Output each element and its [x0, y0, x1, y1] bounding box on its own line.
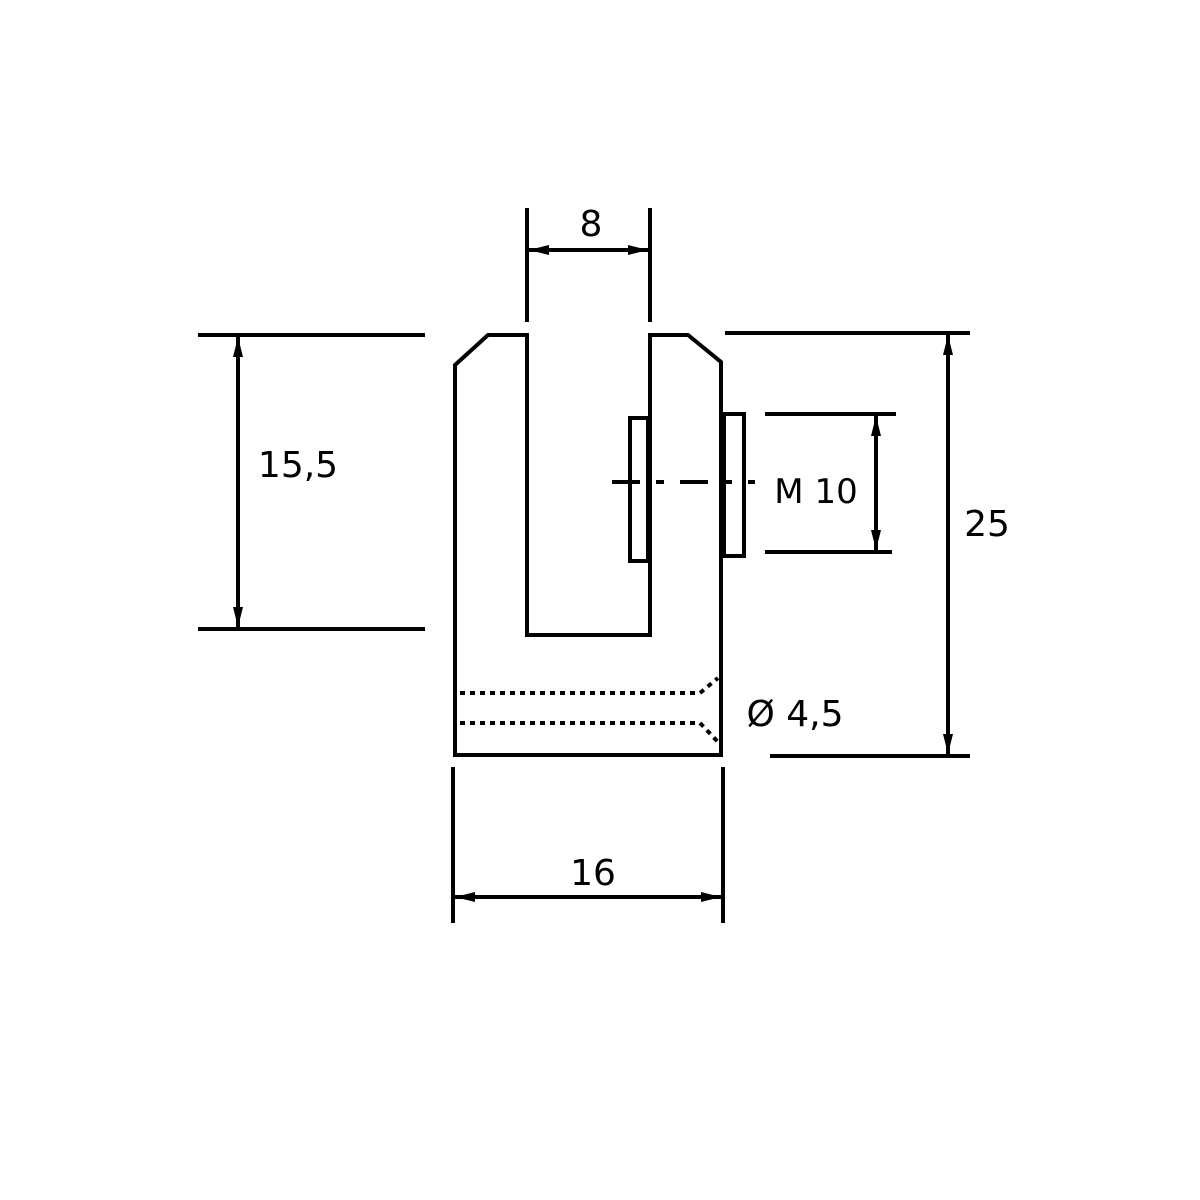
dim-slot-width	[525, 208, 652, 322]
nut-right	[722, 412, 746, 558]
label-thread: M 10	[774, 472, 857, 512]
label-slot-depth: 15,5	[258, 445, 338, 486]
label-overall-height: 25	[964, 504, 1010, 545]
dim-overall-height	[725, 331, 970, 758]
label-slot-width: 8	[580, 204, 603, 245]
label-hole-diameter: Ø 4,5	[746, 694, 843, 735]
dim-thread	[765, 412, 896, 554]
nut-left	[628, 416, 650, 563]
dim-overall-width	[451, 767, 725, 923]
hidden-hole-lines	[460, 676, 720, 744]
dim-slot-depth	[198, 333, 425, 631]
label-overall-width: 16	[570, 853, 616, 894]
part-outline	[453, 333, 723, 757]
